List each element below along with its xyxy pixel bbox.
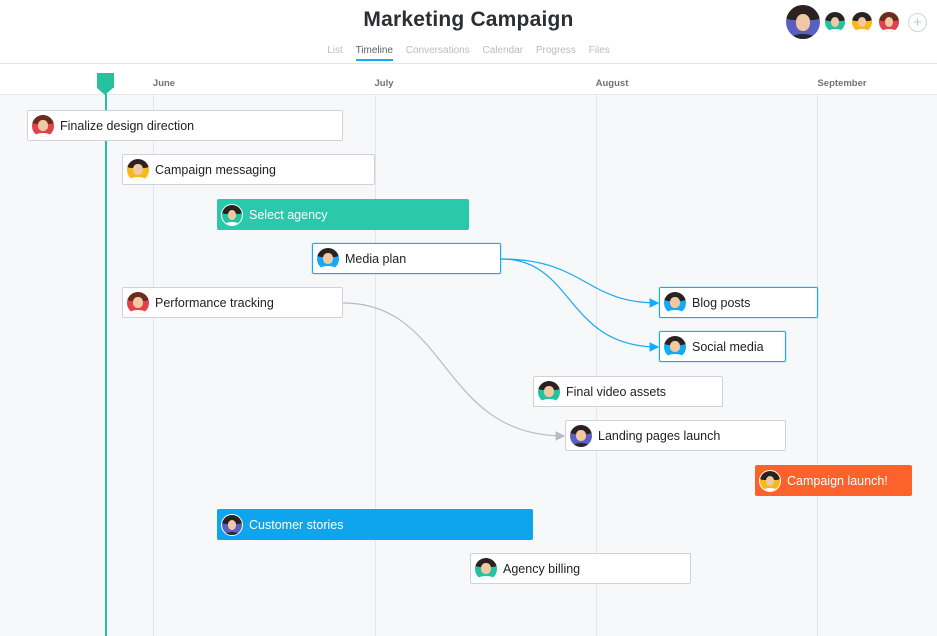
- task-landing-pages-launch[interactable]: Landing pages launch: [565, 420, 786, 451]
- tab-conversations[interactable]: Conversations: [405, 45, 470, 56]
- task-agency-billing[interactable]: Agency billing: [470, 553, 691, 584]
- assignee-avatar: [221, 203, 243, 226]
- project-header: Marketing Campaign List Timeline Convers…: [0, 0, 937, 64]
- assignee-avatar: [759, 469, 781, 492]
- task-customer-stories[interactable]: Customer stories: [217, 509, 533, 540]
- tab-timeline[interactable]: Timeline: [355, 45, 393, 61]
- project-title: Marketing Campaign: [363, 8, 574, 31]
- task-label: Performance tracking: [155, 295, 274, 310]
- task-finalize-design-direction[interactable]: Finalize design direction: [27, 110, 343, 141]
- assignee-avatar: [317, 247, 339, 270]
- task-label: Landing pages launch: [598, 428, 721, 443]
- task-campaign-messaging[interactable]: Campaign messaging: [122, 154, 375, 185]
- project-tabs: List Timeline Conversations Calendar Pro…: [0, 45, 937, 61]
- assignee-avatar: [32, 114, 54, 137]
- task-label: Media plan: [345, 251, 407, 266]
- task-label: Blog posts: [692, 295, 751, 310]
- task-label: Campaign launch!: [787, 473, 888, 488]
- gridline-august: [596, 95, 597, 636]
- task-blog-posts[interactable]: Blog posts: [659, 287, 818, 318]
- task-final-video-assets[interactable]: Final video assets: [533, 376, 723, 407]
- month-label-september: September: [817, 78, 867, 89]
- task-campaign-launch[interactable]: Campaign launch!: [755, 465, 912, 496]
- month-label-june: June: [152, 78, 176, 89]
- assignee-avatar: [127, 158, 149, 181]
- task-label: Social media: [692, 339, 764, 354]
- task-social-media[interactable]: Social media: [659, 331, 786, 362]
- member-avatar-owner[interactable]: [786, 5, 820, 39]
- assignee-avatar: [664, 335, 686, 358]
- gridline-september: [817, 95, 818, 636]
- assignee-avatar: [664, 291, 686, 314]
- gridline-july: [375, 95, 376, 636]
- member-avatar-teal[interactable]: [823, 10, 847, 34]
- dependency-performance-to-landing-pages: [342, 302, 566, 441]
- assignee-avatar: [570, 424, 592, 447]
- tab-list[interactable]: List: [327, 45, 343, 56]
- assignee-avatar: [127, 291, 149, 314]
- month-label-july: July: [374, 78, 394, 89]
- task-media-plan[interactable]: Media plan: [312, 243, 501, 274]
- add-member-button[interactable]: +: [908, 12, 927, 32]
- task-performance-tracking[interactable]: Performance tracking: [122, 287, 343, 318]
- task-label: Customer stories: [249, 517, 344, 532]
- dependency-media-plan-to-blog-posts: [500, 258, 660, 308]
- month-header: June July August September: [0, 64, 937, 95]
- task-label: Agency billing: [503, 561, 581, 576]
- assignee-avatar: [475, 557, 497, 580]
- task-label: Select agency: [249, 207, 328, 222]
- today-marker-icon[interactable]: [97, 73, 114, 95]
- month-label-august: August: [595, 78, 629, 89]
- member-avatar-yellow[interactable]: [850, 10, 874, 34]
- today-line: [105, 94, 107, 636]
- tab-calendar[interactable]: Calendar: [482, 45, 524, 56]
- task-label: Final video assets: [566, 384, 667, 399]
- task-label: Campaign messaging: [155, 162, 276, 177]
- assignee-avatar: [538, 380, 560, 403]
- project-members: +: [786, 5, 927, 39]
- gridline-june: [153, 95, 154, 636]
- tab-progress[interactable]: Progress: [535, 45, 576, 56]
- assignee-avatar: [221, 513, 243, 536]
- dependency-media-plan-to-social-media: [500, 258, 660, 352]
- task-label: Finalize design direction: [60, 118, 195, 133]
- member-avatar-red[interactable]: [877, 10, 901, 34]
- task-select-agency[interactable]: Select agency: [217, 199, 469, 230]
- tab-files[interactable]: Files: [588, 45, 610, 56]
